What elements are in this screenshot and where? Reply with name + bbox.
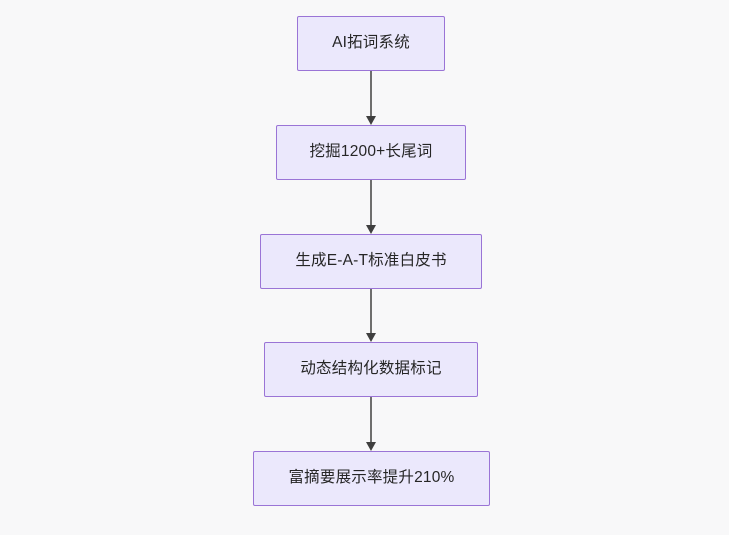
flow-node-label: 动态结构化数据标记 [300,360,442,378]
edge-line [370,397,372,444]
flow-node-rich-snippet-impression-uplift[interactable]: 富摘要展示率提升210% [253,451,490,506]
flow-node-label: AI拓词系统 [332,34,410,52]
flow-node-label: 生成E-A-T标准白皮书 [295,252,447,270]
edge-line [370,289,372,335]
edge-line [370,71,372,118]
flow-node-label: 富摘要展示率提升210% [288,469,455,487]
flow-node-ai-keyword-system[interactable]: AI拓词系统 [297,16,445,71]
flow-node-generate-eat-whitepaper[interactable]: 生成E-A-T标准白皮书 [260,234,482,289]
arrowhead-icon [366,225,376,234]
arrowhead-icon [366,116,376,125]
flow-node-mine-longtail-keywords[interactable]: 挖掘1200+长尾词 [276,125,466,180]
arrowhead-icon [366,333,376,342]
arrowhead-icon [366,442,376,451]
edge-line [370,180,372,227]
flow-node-label: 挖掘1200+长尾词 [309,143,433,161]
flow-node-dynamic-structured-data-markup[interactable]: 动态结构化数据标记 [264,342,478,397]
